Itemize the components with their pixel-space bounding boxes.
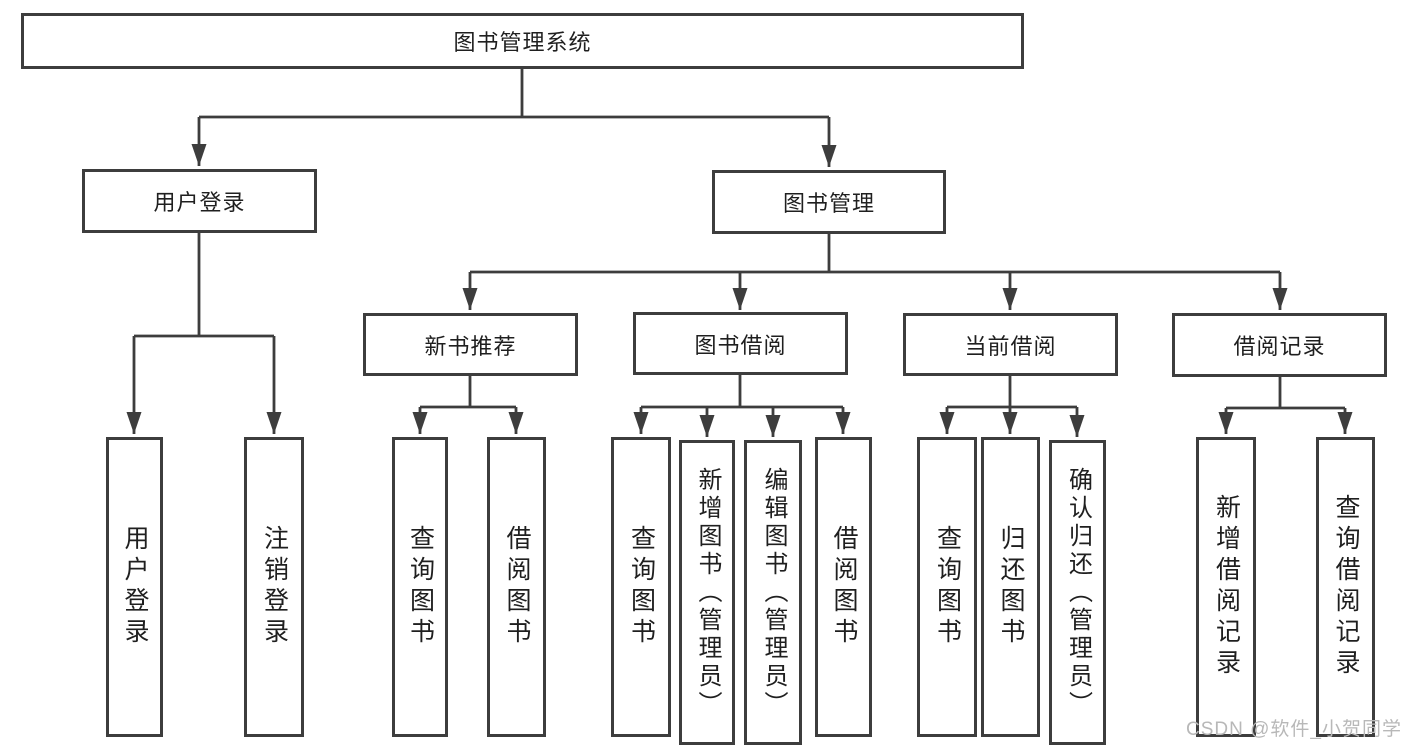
node-label: 当前借阅 bbox=[964, 333, 1057, 359]
leaf-user-login: 用户登录 bbox=[106, 437, 163, 737]
node-new-book-recommend: 新书推荐 bbox=[363, 313, 578, 376]
node-user-login-branch: 用户登录 bbox=[82, 169, 317, 233]
node-label: 图书管理 bbox=[782, 191, 875, 216]
leaf-label: 查询图书 bbox=[406, 525, 435, 649]
leaf-borrow-books: 借阅图书 bbox=[815, 437, 872, 737]
leaf-label: 查询借阅记录 bbox=[1332, 494, 1360, 680]
leaf-label: 注销登录 bbox=[260, 525, 289, 649]
leaf-edit-books-admin: 编辑图书（管理员） bbox=[744, 440, 802, 745]
leaf-borrow-books-recommend: 借阅图书 bbox=[487, 437, 546, 737]
leaf-add-borrow-record: 新增借阅记录 bbox=[1196, 437, 1256, 737]
node-system-root: 图书管理系统 bbox=[21, 13, 1024, 69]
node-borrow-record: 借阅记录 bbox=[1172, 313, 1387, 377]
leaf-logout: 注销登录 bbox=[244, 437, 304, 737]
leaf-add-books-admin: 新增图书（管理员） bbox=[679, 440, 735, 745]
leaf-label: 用户登录 bbox=[121, 525, 149, 649]
csdn-watermark: CSDN @软件_小贺同学 bbox=[1186, 719, 1402, 740]
leaf-return-books: 归还图书 bbox=[981, 437, 1040, 737]
leaf-search-borrow-record: 查询借阅记录 bbox=[1316, 437, 1375, 737]
leaf-label: 归还图书 bbox=[997, 525, 1025, 649]
leaf-search-books-borrow: 查询图书 bbox=[611, 437, 671, 737]
node-current-borrow: 当前借阅 bbox=[903, 313, 1118, 376]
node-label: 图书借阅 bbox=[694, 332, 787, 358]
node-book-borrow: 图书借阅 bbox=[633, 312, 848, 375]
node-label: 借阅记录 bbox=[1233, 334, 1326, 359]
node-label: 用户登录 bbox=[153, 190, 246, 215]
node-book-management-branch: 图书管理 bbox=[712, 170, 946, 234]
leaf-label: 确认归还（管理员） bbox=[1064, 466, 1092, 719]
leaf-search-books-recommend: 查询图书 bbox=[392, 437, 448, 737]
leaf-confirm-return-admin: 确认归还（管理员） bbox=[1049, 440, 1106, 745]
leaf-label: 借阅图书 bbox=[503, 525, 531, 649]
leaf-label: 新增图书（管理员） bbox=[694, 466, 721, 719]
node-label: 图书管理系统 bbox=[453, 30, 592, 55]
leaf-label: 新增借阅记录 bbox=[1212, 494, 1241, 680]
leaf-label: 查询图书 bbox=[933, 525, 962, 649]
leaf-label: 查询图书 bbox=[627, 525, 656, 649]
leaf-label: 编辑图书（管理员） bbox=[760, 466, 787, 719]
leaf-search-books-current: 查询图书 bbox=[917, 437, 977, 737]
node-label: 新书推荐 bbox=[424, 333, 517, 359]
leaf-label: 借阅图书 bbox=[830, 525, 858, 649]
